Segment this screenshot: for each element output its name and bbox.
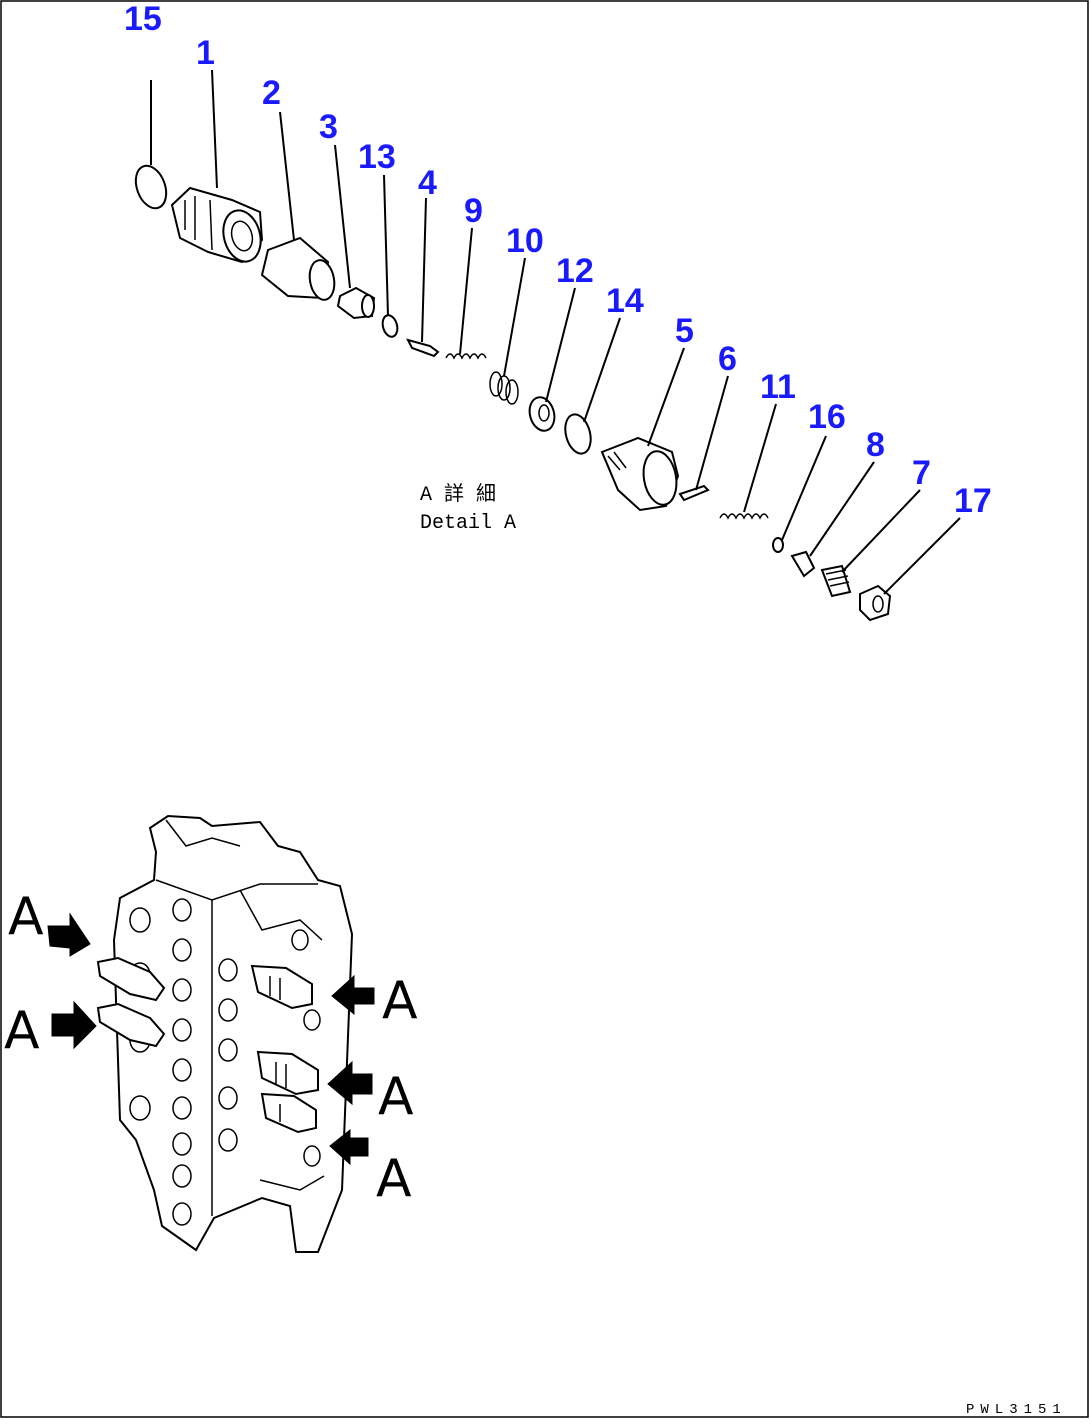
marker-a-5: A: [376, 1149, 412, 1209]
view-markers: A A A A A: [4, 887, 418, 1209]
callout-7: 7: [912, 454, 931, 492]
callout-8: 8: [866, 426, 885, 464]
detail-label-en: Detail A: [420, 512, 516, 535]
callout-3: 3: [319, 108, 338, 146]
piston-3: [336, 286, 376, 320]
rod-6: [678, 484, 710, 502]
arrow-right-3: [329, 1128, 369, 1166]
washer-13: [381, 314, 399, 338]
relief-valves: [96, 956, 319, 1134]
callout-1: 1: [196, 34, 215, 72]
callout-11: 11: [760, 368, 796, 406]
detail-label-jp: A 詳 細: [420, 482, 496, 507]
callout-15: 15: [124, 0, 162, 38]
spring-11: [719, 513, 769, 520]
callout-6: 6: [718, 340, 737, 378]
spring-10: [489, 371, 519, 405]
callout-14: 14: [606, 282, 644, 320]
callout-5: 5: [675, 312, 694, 350]
valve-body-1: [170, 186, 264, 264]
callout-12: 12: [556, 252, 594, 290]
ring-16: [772, 537, 784, 553]
callout-numbers: 15 1 2 3 13 4 9 10 12 14 5 6 11 16 8 7 1…: [124, 0, 992, 520]
o-ring-15: [134, 164, 168, 210]
control-valve-assembly: [47, 814, 375, 1253]
screw-7: [820, 564, 852, 598]
o-ring-14: [564, 413, 592, 455]
callout-10: 10: [506, 222, 544, 260]
leader-lines: [150, 69, 961, 595]
marker-a-3: A: [382, 971, 418, 1031]
marker-a-1: A: [8, 887, 44, 947]
arrow-left-2: [51, 1000, 97, 1050]
callout-2: 2: [262, 74, 281, 112]
marker-a-4: A: [378, 1067, 414, 1127]
callout-9: 9: [464, 192, 483, 230]
sleeve-2: [260, 236, 336, 301]
callout-17: 17: [954, 482, 992, 520]
poppet-8: [790, 550, 816, 578]
arrow-left-1: [47, 912, 91, 957]
pin-4: [406, 338, 440, 358]
nut-17: [859, 584, 892, 622]
arrow-right-2: [327, 1060, 373, 1106]
marker-a-2: A: [4, 1001, 40, 1061]
view-arrows: [47, 912, 375, 1166]
plug-5: [600, 436, 680, 512]
spring-9: [445, 353, 487, 360]
exploded-parts: [134, 164, 892, 622]
callout-16: 16: [808, 398, 846, 436]
drawing-code: PWL3151: [966, 1402, 1067, 1418]
seat-12: [528, 396, 556, 432]
arrow-right-1: [331, 974, 375, 1016]
callout-4: 4: [418, 164, 437, 202]
callout-13: 13: [358, 138, 396, 176]
